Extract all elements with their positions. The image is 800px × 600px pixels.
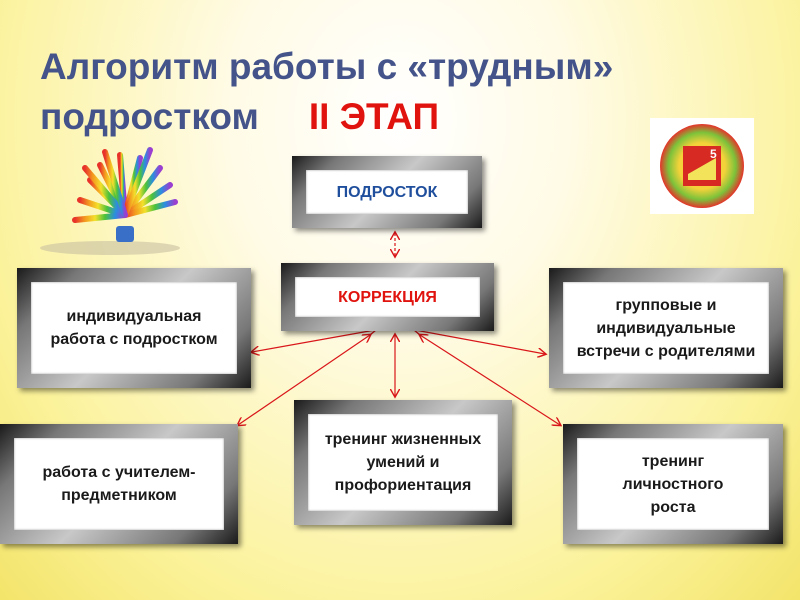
arrow-to-parents	[415, 330, 545, 354]
box-training-growth-label: тренинг личностного роста	[577, 438, 769, 530]
school-emblem-icon	[660, 124, 744, 208]
box-training-life: тренинг жизненных умений и профориентаци…	[294, 400, 512, 525]
title-line-1: Алгоритм работы с «трудным»	[40, 46, 614, 87]
box-teacher: работа с учителем-предметником	[0, 424, 238, 544]
box-teacher-label: работа с учителем-предметником	[14, 438, 224, 530]
stage-label: II ЭТАП	[308, 96, 440, 137]
school-emblem: 5	[650, 118, 754, 214]
title-line-2-text: подростком	[40, 96, 259, 137]
box-correction-label: КОРРЕКЦИЯ	[295, 277, 480, 317]
box-teen-label: ПОДРОСТОК	[306, 170, 468, 214]
box-parents-label: групповые и индивидуальные встречи с род…	[563, 282, 769, 374]
box-training-growth: тренинг личностного роста	[563, 424, 783, 544]
box-training-life-label: тренинг жизненных умений и профориентаци…	[308, 414, 498, 511]
box-individual-label: индивидуальная работа с подростком	[31, 282, 237, 374]
arrow-to-individual	[252, 330, 375, 352]
arrow-to-training-growth	[420, 335, 560, 425]
title-line-2: подростком II ЭТАП	[40, 92, 740, 142]
arrow-to-teacher	[238, 335, 370, 425]
coral-illustration-icon	[40, 147, 180, 255]
box-correction: КОРРЕКЦИЯ	[281, 263, 494, 331]
page-title: Алгоритм работы с «трудным» подростком II…	[40, 42, 740, 142]
emblem-number: 5	[710, 147, 717, 161]
box-parents: групповые и индивидуальные встречи с род…	[549, 268, 783, 388]
box-individual: индивидуальная работа с подростком	[17, 268, 251, 388]
box-teen: ПОДРОСТОК	[292, 156, 482, 228]
